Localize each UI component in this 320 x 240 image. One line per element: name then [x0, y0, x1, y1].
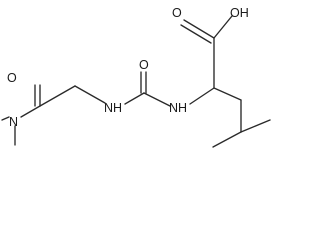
nh-left-label: NH: [104, 101, 122, 115]
bond-carboxyl-c-oh: [213, 15, 233, 39]
nh-right-label: NH: [169, 101, 187, 115]
bond-carboxyl-c-o-2: [180, 24, 212, 44]
bond-alpha-ch2: [213, 87, 242, 101]
dimethyl-nitrogen-label: N: [9, 115, 18, 129]
bond-amide-c-ch2: [39, 85, 76, 107]
acid-hydroxyl-label: OH: [230, 6, 249, 20]
amide-oxygen-label: O: [7, 71, 17, 85]
bonds: [1, 15, 271, 148]
acid-oxygen-label: O: [172, 6, 182, 20]
urea-oxygen-label: O: [139, 58, 149, 72]
bond-ch-methyl-right: [240, 119, 271, 133]
bond-amide-c-n: [20, 105, 41, 118]
bond-nh-alpha-c: [189, 87, 215, 105]
bond-n-methyl-left: [1, 116, 10, 121]
bond-ch2-nh: [74, 85, 106, 104]
bond-nh-urea-c: [124, 92, 145, 105]
atom-labels: O OH O O NH NH N: [7, 6, 249, 129]
chemical-structure: O OH O O NH NH N: [1, 6, 271, 148]
bond-urea-c-nh: [143, 92, 171, 107]
bond-ch-methyl-left: [212, 131, 242, 148]
bond-carboxyl-c-o-1: [183, 19, 215, 39]
